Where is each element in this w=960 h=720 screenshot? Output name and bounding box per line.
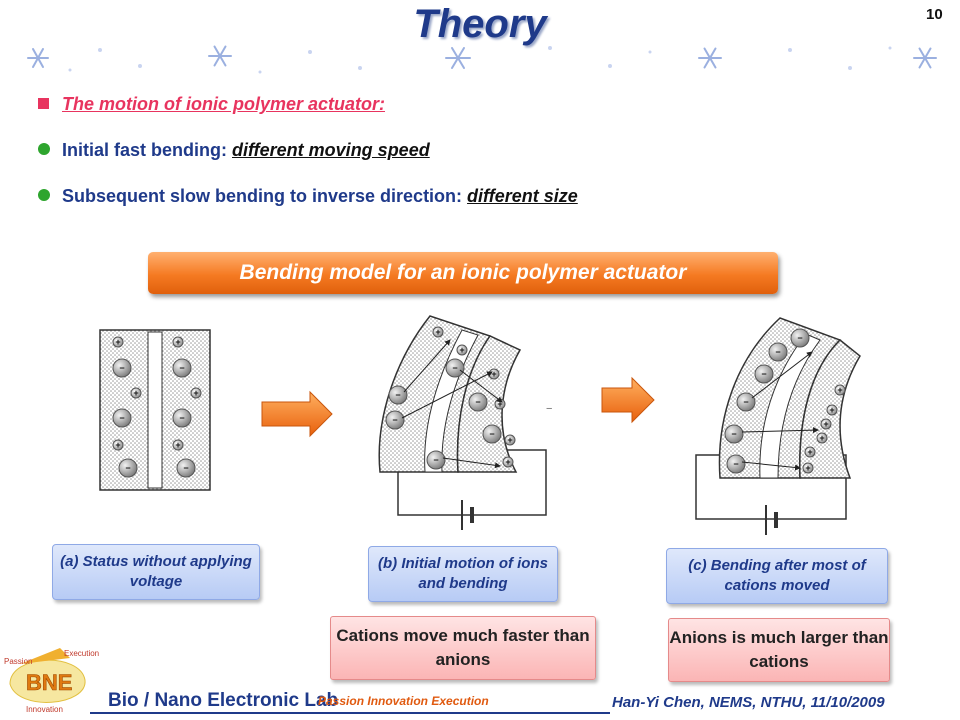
bullet-item: Subsequent slow bending to inverse direc… (38, 184, 938, 230)
svg-text:−: − (119, 363, 124, 373)
right-arrow-icon (601, 376, 655, 424)
svg-text:+: + (837, 385, 842, 395)
svg-text:−: − (743, 397, 748, 407)
svg-text:−: − (733, 459, 738, 469)
caption-a: (a) Status without applying voltage (52, 544, 260, 600)
anion-icon (112, 358, 196, 478)
svg-text:−: − (183, 463, 188, 473)
svg-text:BNE: BNE (26, 670, 72, 695)
svg-text:+: + (459, 345, 464, 355)
svg-text:+: + (507, 435, 512, 445)
svg-text:−: − (731, 429, 736, 439)
svg-text:−: − (475, 397, 480, 407)
svg-text:+: + (115, 337, 120, 347)
cation-icon (802, 384, 846, 474)
bullet-text: The motion of ionic polymer actuator: (62, 94, 386, 114)
footer-author: Han-Yi Chen, NEMS, NTHU, 11/10/2009 (612, 694, 885, 711)
svg-text:Passion: Passion (4, 657, 32, 666)
svg-text:+: + (491, 369, 496, 379)
svg-text:+: + (807, 447, 812, 457)
right-arrow-icon (261, 390, 333, 438)
bne-logo: BNE Passion Execution Innovation (4, 648, 99, 714)
snowflake-decoration (27, 45, 937, 74)
bullet-text: Subsequent slow bending to inverse direc… (62, 184, 578, 208)
svg-text:−: − (452, 363, 457, 373)
svg-text:−: − (179, 363, 184, 373)
bullet-emphasis: different moving speed (232, 140, 430, 160)
snowflake-icon (445, 47, 471, 69)
svg-text:+: + (175, 337, 180, 347)
svg-text:+: + (175, 440, 180, 450)
bullet-item: Initial fast bending: different moving s… (38, 138, 938, 184)
svg-text:+: + (497, 399, 502, 409)
svg-text:−: − (119, 413, 124, 423)
svg-text:+: + (115, 440, 120, 450)
actuator-straight: − − − − − − + + + + + + (99, 329, 211, 491)
svg-text:−: − (775, 347, 780, 357)
cation-icon (112, 336, 202, 451)
note-anions: Anions is much larger than cations (668, 618, 890, 682)
bending-model-diagram: −− −− −− ++ ++ ++ (99, 315, 861, 535)
svg-text:+: + (823, 419, 828, 429)
bullet-item: The motion of ionic polymer actuator: (38, 92, 938, 138)
square-bullet-icon (38, 98, 49, 109)
svg-text:+: + (435, 327, 440, 337)
slide-title: Theory (413, 2, 547, 46)
page-number: 10 (926, 6, 943, 23)
bullet-list: The motion of ionic polymer actuator: In… (38, 92, 938, 230)
svg-text:Execution: Execution (64, 649, 99, 658)
svg-text:−: − (489, 429, 494, 439)
bullet-text: Initial fast bending: different moving s… (62, 138, 430, 162)
lab-tagline: Passion Innovation Execution (318, 694, 489, 708)
snowflake-icon (27, 48, 49, 68)
caption-b: (b) Initial motion of ions and bending (368, 546, 558, 602)
snowflake-icon (698, 47, 722, 69)
bullet-lead: Subsequent slow bending to inverse direc… (62, 186, 468, 206)
snowflake-icon (913, 47, 937, 69)
svg-text:−: − (125, 463, 130, 473)
svg-text:−: − (395, 390, 400, 400)
svg-text:−: − (179, 413, 184, 423)
svg-text:−: − (546, 403, 552, 415)
actuator-bent-initial: − − − − − − + + + + + + − (378, 315, 552, 530)
diagram-banner: Bending model for an ionic polymer actua… (148, 252, 778, 294)
svg-text:+: + (805, 463, 810, 473)
svg-text:+: + (829, 405, 834, 415)
bullet-lead: Initial fast bending: (62, 140, 232, 160)
caption-c: (c) Bending after most of cations moved (666, 548, 888, 604)
dot-bullet-icon (38, 143, 50, 155)
dot-bullet-icon (38, 189, 50, 201)
svg-text:Innovation: Innovation (26, 705, 63, 714)
anion-icon (724, 328, 810, 474)
actuator-bent-final: −− −− −− ++ ++ ++ (695, 317, 861, 535)
note-cations: Cations move much faster than anions (330, 616, 596, 680)
svg-text:−: − (433, 455, 438, 465)
lab-name: Bio / Nano Electronic Lab (108, 690, 339, 711)
svg-text:−: − (392, 415, 397, 425)
svg-text:+: + (193, 388, 198, 398)
anion-icon (385, 358, 502, 470)
footer-divider (90, 712, 610, 714)
svg-text:−: − (761, 369, 766, 379)
svg-text:+: + (505, 457, 510, 467)
bullet-emphasis: different size (467, 186, 578, 206)
svg-text:+: + (133, 388, 138, 398)
snowflake-icon (208, 45, 232, 67)
svg-text:−: − (797, 333, 802, 343)
svg-text:+: + (819, 433, 824, 443)
